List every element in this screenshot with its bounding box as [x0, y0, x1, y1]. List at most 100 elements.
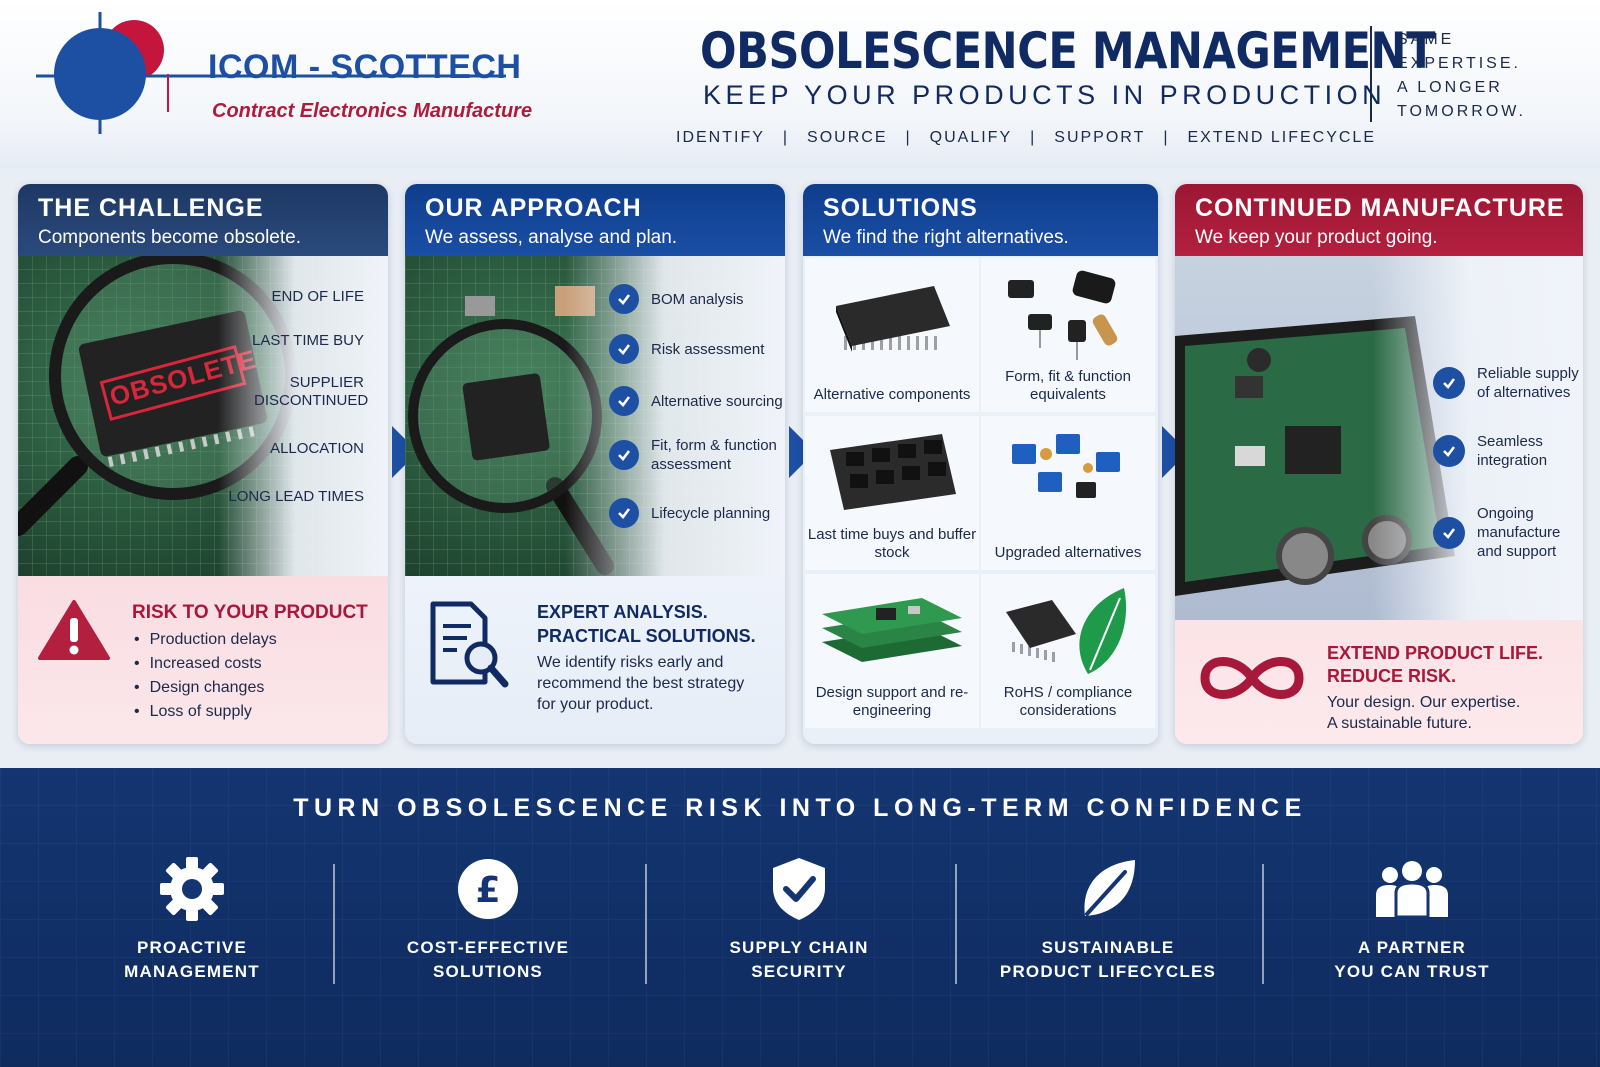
challenge-item: END OF LIFE [271, 288, 364, 305]
expert-title: EXPERT ANALYSIS. PRACTICAL SOLUTIONS. [537, 600, 756, 648]
company-tagline: Contract Electronics Manufacture [212, 100, 533, 122]
challenge-title: THE CHALLENGE [38, 194, 264, 222]
feature-label: PRODUCT LIFECYCLES [999, 962, 1217, 981]
approach-item: Lifecycle planning [609, 498, 770, 528]
continued-item-label: Reliable supply of alternatives [1477, 365, 1579, 401]
risk-item: Production delays [132, 628, 277, 652]
expert-body: We identify risks early and recommend th… [537, 654, 745, 713]
approach-item-label: Fit, form & function assessment [651, 437, 777, 473]
step-separator: | [1030, 129, 1037, 146]
solutions-subtitle: We find the right alternatives. [823, 227, 1069, 248]
page-title: OBSOLESCENCE MANAGEMENT [700, 22, 1436, 80]
header-divider [1370, 26, 1372, 122]
feature-label: SUSTAINABLE [1041, 938, 1175, 957]
risk-list: Production delays Increased costs Design… [132, 628, 277, 724]
motto: SAME EXPERTISE. A LONGER TOMORROW. [1397, 28, 1526, 124]
step-separator: | [905, 129, 912, 146]
photo-fade [1373, 256, 1583, 620]
step-source: SOURCE [807, 129, 888, 146]
step-qualify: QUALIFY [929, 129, 1013, 146]
risk-title: RISK TO YOUR PRODUCT [132, 602, 368, 623]
check-icon [1433, 367, 1465, 399]
check-icon [609, 498, 639, 528]
enclosure-photo: Reliable supply of alternatives Seamless… [1175, 256, 1583, 620]
infinity-icon [1200, 657, 1304, 699]
pcb-stack-icon [822, 598, 962, 662]
challenge-item: LAST TIME BUY [252, 332, 364, 349]
extend-title: EXTEND PRODUCT LIFE. REDUCE RISK. [1327, 642, 1543, 688]
expert-title-line: PRACTICAL SOLUTIONS. [537, 626, 756, 646]
continued-item: Ongoing manufacture and support [1433, 504, 1577, 561]
step-extend-lifecycle: EXTEND LIFECYCLE [1187, 129, 1376, 146]
photo-fade [565, 256, 785, 576]
svg-text:£: £ [475, 870, 500, 911]
people-icon [1292, 854, 1532, 924]
step-separator: | [782, 129, 790, 146]
step-identify: IDENTIFY [676, 129, 765, 146]
motto-line: EXPERTISE. [1397, 55, 1521, 72]
extend-body-line: A sustainable future. [1327, 715, 1472, 732]
approach-item: Fit, form & function assessment [609, 436, 785, 474]
risk-item: Increased costs [132, 652, 277, 676]
continued-subtitle: We keep your product going. [1195, 227, 1438, 248]
solution-cell: Form, fit & function equivalents [981, 258, 1155, 412]
continued-header: CONTINUED MANUFACTURE We keep your produ… [1175, 184, 1583, 256]
extend-body: Your design. Our expertise. A sustainabl… [1327, 692, 1520, 734]
risk-card: RISK TO YOUR PRODUCT Production delays I… [18, 576, 388, 744]
company-logo[interactable]: ICOM - SCOTTECH Contract Electronics Man… [36, 12, 536, 140]
challenge-item: LONG LEAD TIMES [228, 488, 364, 505]
solution-label: Alternative components [813, 386, 971, 403]
check-icon [1433, 516, 1465, 549]
company-name: ICOM - SCOTTECH [208, 48, 522, 86]
solutions-panel: SOLUTIONS We find the right alternatives… [803, 184, 1158, 744]
solution-cell: RoHS / compliance considerations [981, 574, 1155, 728]
relays-icon [1012, 434, 1120, 498]
challenge-panel: THE CHALLENGE Components become obsolete… [18, 184, 388, 744]
solution-cell: Design support and re-engineering [805, 574, 979, 728]
check-icon [609, 440, 639, 470]
extend-card: EXTEND PRODUCT LIFE. REDUCE RISK. Your d… [1175, 620, 1583, 744]
approach-item-label: Lifecycle planning [651, 504, 771, 522]
pcb-magnifier-photo: BOM analysis Risk assessment Alternative… [405, 256, 785, 576]
leaf-icon [988, 854, 1228, 924]
gear-icon [72, 854, 312, 924]
shield-check-icon [679, 854, 919, 924]
check-icon [1433, 435, 1465, 467]
continued-item: Seamless integration [1433, 432, 1577, 470]
solutions-header: SOLUTIONS We find the right alternatives… [803, 184, 1158, 256]
feature-label: SECURITY [751, 962, 847, 981]
obsolete-chip-photo: OBSOLETE END OF LIFE LAST TIME BUY SUPPL… [18, 256, 388, 576]
expert-title-line: EXPERT ANALYSIS. [537, 602, 708, 622]
warning-icon [38, 600, 110, 660]
components-icon [1008, 270, 1118, 360]
feature-label: MANAGEMENT [124, 962, 260, 981]
feature-divider [333, 864, 335, 984]
motto-line: SAME [1397, 31, 1455, 48]
approach-item: Alternative sourcing [609, 386, 783, 416]
continued-item-label: Ongoing manufacture and support [1477, 505, 1561, 560]
feature-label: SOLUTIONS [433, 962, 543, 981]
feature-label: SUPPLY CHAIN [729, 938, 869, 957]
solution-label: Last time buys and buffer stock [807, 526, 977, 561]
continued-item: Reliable supply of alternatives [1433, 364, 1583, 402]
continued-panel: CONTINUED MANUFACTURE We keep your produ… [1175, 184, 1583, 744]
feature-partner: A PARTNER YOU CAN TRUST [1292, 854, 1532, 984]
extend-body-line: Your design. Our expertise. [1327, 694, 1521, 711]
challenge-item: SUPPLIER DISCONTINUED [254, 374, 369, 409]
feature-divider [645, 864, 647, 984]
extend-title-line: EXTEND PRODUCT LIFE. [1327, 643, 1544, 663]
solution-label: RoHS / compliance considerations [1003, 684, 1133, 719]
feature-sustainable: SUSTAINABLE PRODUCT LIFECYCLES [988, 854, 1228, 984]
step-support: SUPPORT [1054, 129, 1146, 146]
process-steps: IDENTIFY | SOURCE | QUALIFY | SUPPORT | … [676, 129, 1376, 147]
solution-label: Upgraded alternatives [994, 544, 1142, 561]
tray-icon [830, 434, 956, 510]
check-icon [609, 284, 639, 314]
challenge-subtitle: Components become obsolete. [38, 227, 301, 248]
risk-item: Design changes [132, 676, 277, 700]
solution-cell: Last time buys and buffer stock [805, 416, 979, 570]
footer-title: TURN OBSOLESCENCE RISK INTO LONG-TERM CO… [293, 794, 1307, 822]
check-icon [609, 334, 639, 364]
feature-cost-effective: £ COST-EFFECTIVE SOLUTIONS [368, 854, 608, 984]
header: ICOM - SCOTTECH Contract Electronics Man… [0, 0, 1600, 168]
